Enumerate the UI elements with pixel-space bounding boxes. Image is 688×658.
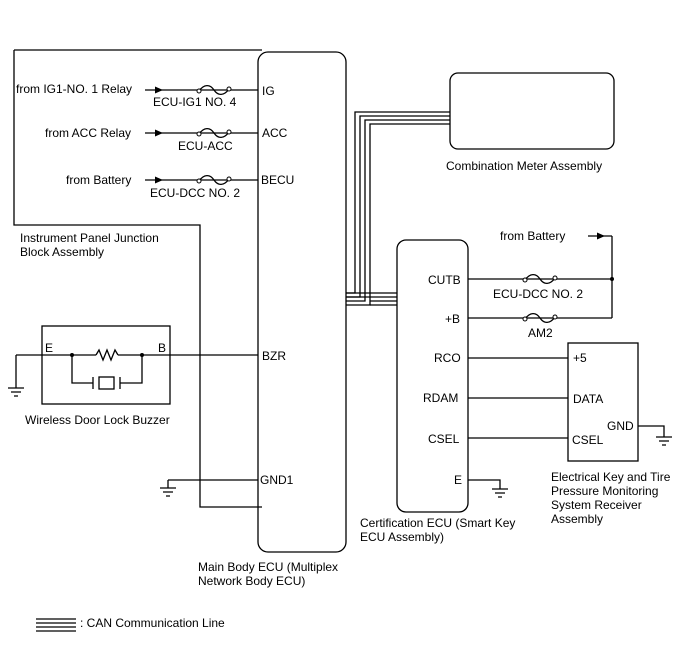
pin-plus-b: +B (445, 312, 460, 326)
pin-rcv-gnd: GND (607, 419, 634, 433)
fuse-ecu-dcc-2 (524, 273, 556, 285)
pin-rdam: RDAM (423, 391, 458, 405)
fuse-terminal (552, 314, 558, 320)
ground-icon (492, 488, 508, 498)
fuse-terminal (196, 178, 202, 184)
receiver-label-1: Electrical Key and Tire (551, 470, 671, 484)
pin-data: DATA (573, 392, 603, 406)
receiver-label-2: Pressure Monitoring (551, 484, 658, 498)
wire-cert-gnd (468, 479, 501, 489)
fuse-ecu-ig1 (198, 84, 230, 96)
combination-meter-box (449, 72, 615, 150)
pin-becu: BECU (261, 173, 294, 187)
pin-rco: RCO (434, 351, 461, 365)
combination-meter-label: Combination Meter Assembly (446, 159, 602, 173)
fuse-terminal (226, 129, 232, 135)
source-battery-1: from Battery (66, 173, 131, 187)
receiver-label-3: System Receiver (551, 498, 642, 512)
pin-bzr: BZR (262, 349, 286, 363)
pin-cert-csel: CSEL (428, 432, 460, 446)
legend-can-label: : CAN Communication Line (80, 616, 225, 630)
pin-ig: IG (262, 84, 275, 98)
can-line (346, 111, 450, 294)
source-acc-relay: from ACC Relay (45, 126, 131, 140)
certification-ecu-box (396, 239, 469, 513)
fuse-ecu-acc-label: ECU-ACC (178, 139, 233, 153)
buzzer-element-icon (98, 376, 115, 390)
buzzer-pin-b: B (158, 341, 166, 355)
pin-cutb: CUTB (428, 273, 461, 287)
junction-block-outline (13, 49, 262, 508)
fuse-terminal (522, 277, 528, 283)
pin-acc: ACC (262, 126, 288, 140)
source-battery-2: from Battery (500, 229, 565, 243)
receiver-box (567, 342, 639, 462)
pin-gnd1: GND1 (260, 473, 294, 487)
fuse-terminal (552, 275, 558, 281)
fuse-terminal (196, 131, 202, 137)
main-body-ecu-box (257, 51, 347, 553)
pin-plus5: +5 (573, 351, 587, 365)
main-body-ecu-label-1: Main Body ECU (Multiplex (198, 560, 338, 574)
pin-cert-e: E (454, 473, 462, 487)
arrow-ig (155, 86, 163, 94)
certification-ecu-label-2: ECU Assembly) (360, 530, 444, 544)
ground-icon (160, 487, 176, 497)
main-body-ecu-label-2: Network Body ECU) (198, 574, 305, 588)
fuse-terminal (226, 176, 232, 182)
can-line (346, 119, 450, 302)
buzzer-box (41, 325, 171, 405)
ground-icon (8, 387, 24, 397)
arrow-becu (155, 176, 163, 184)
certification-ecu-label-1: Certification ECU (Smart Key (360, 516, 515, 530)
fuse-ecu-ig1-label: ECU-IG1 NO. 4 (153, 95, 237, 109)
junction-block-label-2: Block Assembly (20, 245, 104, 259)
can-line (346, 115, 450, 298)
junction-block-label-1: Instrument Panel Junction (20, 231, 159, 245)
buzzer-resistor-icon (95, 348, 119, 362)
arrow-acc (155, 129, 163, 137)
fuse-terminal (226, 86, 232, 92)
fuse-ecu-dcc-1 (198, 174, 230, 186)
buzzer-pin-e: E (45, 341, 53, 355)
fuse-terminal (522, 316, 528, 322)
fuse-ecu-dcc-2-label: ECU-DCC NO. 2 (493, 287, 583, 301)
source-ig1-relay: from IG1-NO. 1 Relay (16, 82, 132, 96)
can-line (346, 123, 450, 306)
buzzer-label: Wireless Door Lock Buzzer (25, 413, 170, 427)
pin-rcv-csel: CSEL (572, 433, 604, 447)
fuse-am2-label: AM2 (528, 326, 553, 340)
wire-receiver-gnd (638, 425, 665, 437)
receiver-label-4: Assembly (551, 512, 603, 526)
buzzer-branch (71, 355, 143, 384)
fuse-am2 (524, 312, 556, 324)
arrow-battery-2 (597, 232, 605, 240)
fuse-terminal (196, 88, 202, 94)
ground-icon (656, 436, 672, 446)
fuse-ecu-dcc-1-label: ECU-DCC NO. 2 (150, 186, 240, 200)
fuse-ecu-acc (198, 127, 230, 139)
